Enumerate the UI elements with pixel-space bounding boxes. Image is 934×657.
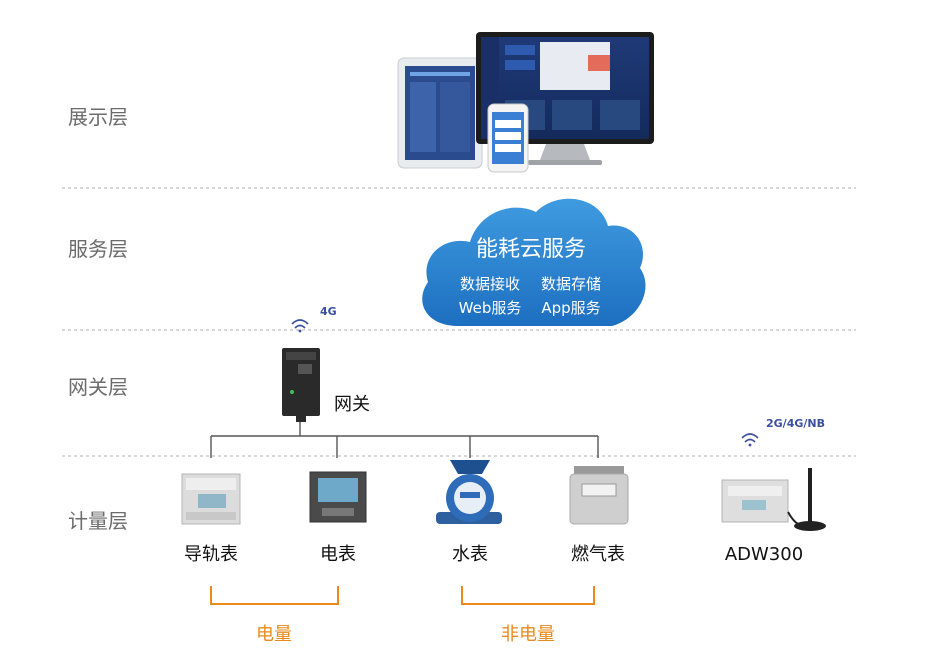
connection-lines bbox=[210, 422, 599, 458]
display-devices bbox=[397, 32, 654, 173]
cloud-item-web: Web服务 bbox=[459, 299, 522, 317]
adw300-icon bbox=[721, 468, 826, 531]
bracket-electric bbox=[210, 586, 339, 605]
cloud-item-app: App服务 bbox=[541, 299, 600, 317]
group-label-electric: 电量 bbox=[256, 624, 292, 645]
cloud-item-receive: 数据接收 bbox=[460, 275, 520, 293]
layer-label-metering: 计量层 bbox=[68, 509, 128, 533]
layer-label-gateway: 网关层 bbox=[68, 375, 128, 399]
electric-meter: 电表 bbox=[309, 471, 367, 565]
device-label-rail-meter: 导轨表 bbox=[184, 544, 238, 565]
group-label-non-electric: 非电量 bbox=[501, 624, 555, 645]
device-label-adw300: ADW300 bbox=[725, 544, 803, 565]
adw300-meter: 2G/4G/NB ADW300 bbox=[721, 417, 826, 565]
device-label-gas-meter: 燃气表 bbox=[571, 544, 625, 565]
electric-meter-icon bbox=[309, 471, 367, 523]
gateway-device: 4G 网关 bbox=[282, 305, 370, 422]
group-brackets bbox=[210, 586, 595, 605]
device-label-electric-meter: 电表 bbox=[320, 544, 356, 565]
cloud-service: 能耗云服务 数据接收 数据存储 Web服务 App服务 bbox=[422, 198, 646, 326]
gateway-network-label: 4G bbox=[320, 305, 337, 318]
cloud-item-storage: 数据存储 bbox=[541, 275, 601, 293]
device-label-water-meter: 水表 bbox=[452, 544, 488, 565]
cloud-shape bbox=[422, 198, 646, 326]
wifi-icon bbox=[741, 433, 759, 447]
adw300-network-label: 2G/4G/NB bbox=[766, 417, 825, 430]
tablet-icon bbox=[397, 57, 483, 169]
cloud-title: 能耗云服务 bbox=[476, 237, 586, 262]
rail-meter-icon bbox=[181, 473, 241, 525]
layer-dividers bbox=[62, 187, 856, 457]
gateway-icon bbox=[282, 348, 320, 422]
gas-meter-icon bbox=[569, 466, 629, 525]
water-meter: 水表 bbox=[436, 460, 502, 565]
gateway-label: 网关 bbox=[334, 394, 370, 415]
water-meter-icon bbox=[436, 460, 502, 524]
layer-label-display: 展示层 bbox=[68, 105, 128, 129]
bracket-non-electric bbox=[461, 586, 595, 605]
wifi-icon bbox=[291, 319, 309, 333]
gas-meter: 燃气表 bbox=[569, 466, 629, 565]
layer-label-service: 服务层 bbox=[68, 237, 128, 261]
phone-icon bbox=[487, 103, 529, 173]
rail-meter: 导轨表 bbox=[181, 473, 241, 565]
